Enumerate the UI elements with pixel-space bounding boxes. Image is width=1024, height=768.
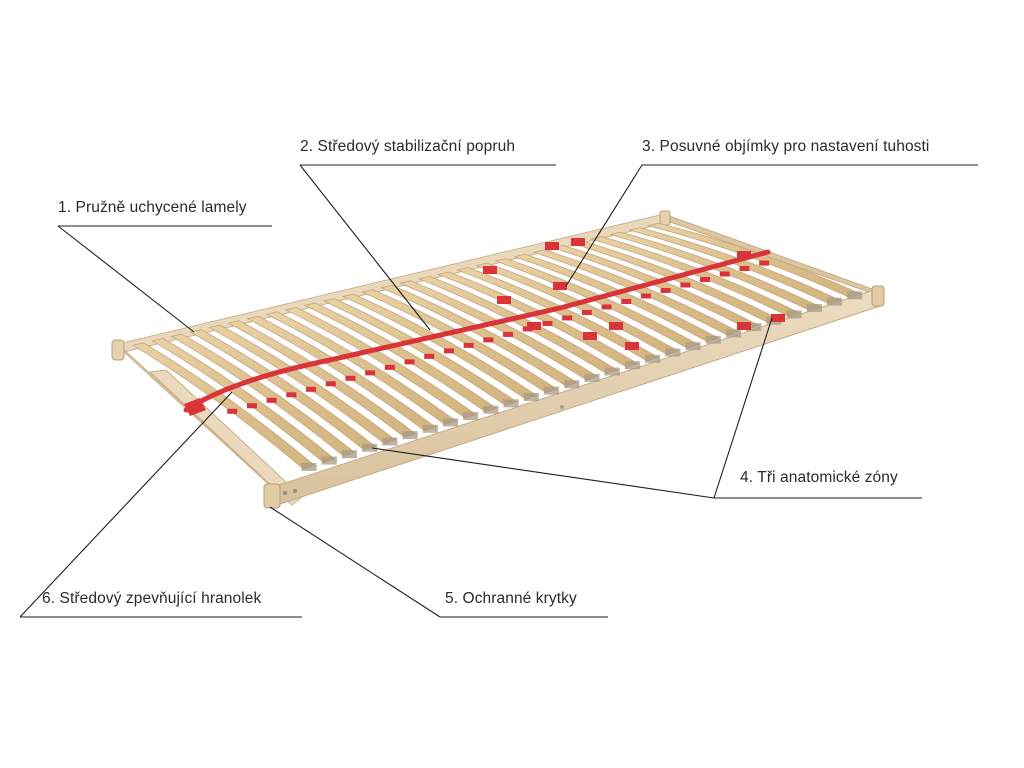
end-cap-back-left xyxy=(111,339,125,361)
slat-holder-cap xyxy=(665,348,681,357)
strap-clip xyxy=(286,392,297,398)
adjustable-sleeve xyxy=(527,322,541,330)
strap-clip xyxy=(601,304,612,310)
strap-end xyxy=(184,398,206,416)
slat-holder-cap xyxy=(645,354,661,363)
slat-holder-cap xyxy=(847,291,863,300)
strap-clip xyxy=(759,260,770,266)
strap-clip xyxy=(581,309,592,315)
adjustable-sleeve xyxy=(737,251,751,259)
slat-holder-cap xyxy=(422,424,438,433)
leader-line-1-pointer xyxy=(57,225,195,333)
strap-clip xyxy=(384,364,395,370)
strap-clip xyxy=(345,375,356,381)
callout-center-beam: 6. Středový zpevňující hranolek xyxy=(42,590,262,607)
slat-holder-cap xyxy=(705,335,721,344)
adjustable-sleeve xyxy=(737,322,751,330)
slat-holder-cap xyxy=(523,393,539,402)
slat-holder-cap xyxy=(463,412,479,421)
slat-holder-cap xyxy=(564,380,580,389)
strap-clip xyxy=(562,315,573,321)
leader-line-5-pointer xyxy=(269,506,441,618)
callout-sprung-slats: 1. Pružně uchycené lamely xyxy=(58,199,247,216)
leader-lines xyxy=(19,164,978,618)
slat xyxy=(648,222,862,298)
adjustable-sleeve xyxy=(553,282,567,290)
leader-line-2-pointer xyxy=(299,164,431,331)
adjustable-sleeve xyxy=(545,242,559,250)
strap-clip xyxy=(719,271,730,277)
slat-holder-cap xyxy=(624,361,640,370)
adjustable-sleeve xyxy=(583,332,597,340)
strap-clip xyxy=(660,287,671,293)
slat-holder-cap xyxy=(725,329,742,338)
end-cap-front-left xyxy=(263,483,281,509)
strap-clip xyxy=(404,359,415,365)
callout-anatomic-zones: 4. Tři anatomické zóny xyxy=(740,469,898,486)
leader-line-4-pointer-a xyxy=(371,447,715,499)
adjustable-sleeve xyxy=(483,266,497,274)
strap-clip xyxy=(680,282,691,288)
slat-holder-cap xyxy=(786,310,802,319)
slat-holder-cap xyxy=(806,304,822,313)
leader-line-6-pointer xyxy=(19,391,233,618)
strap-clip xyxy=(739,266,750,272)
strap-clip xyxy=(542,320,553,326)
slat-holder-cap xyxy=(341,450,357,459)
slat-holder-cap xyxy=(584,373,600,382)
adjustable-sleeve xyxy=(497,296,511,304)
slat-holder-cap xyxy=(301,462,317,471)
slat-holder-cap xyxy=(402,431,418,440)
slat-holder-cap xyxy=(746,323,762,332)
callout-adjustable-sleeves: 3. Posuvné objímky pro nastavení tuhosti xyxy=(642,138,930,155)
slat-holder-cap xyxy=(826,297,843,306)
center-stabilization-strap-group xyxy=(183,249,771,416)
adjustable-sleeve xyxy=(771,314,785,322)
leader-line-3-pointer xyxy=(565,164,643,287)
adjustable-sleeves xyxy=(227,238,785,414)
slat-holder-cap xyxy=(483,405,499,414)
strap-clip xyxy=(246,403,257,409)
slat-holder-cap xyxy=(685,342,701,351)
adjustable-sleeve xyxy=(571,238,585,246)
slat-holder-cap xyxy=(442,418,459,427)
end-cap-back-right xyxy=(659,210,671,226)
strap-clip xyxy=(621,298,632,304)
strap-clip xyxy=(443,348,454,354)
strap-clip xyxy=(503,331,514,337)
slat-holder-cap xyxy=(604,367,620,376)
adjustable-sleeve xyxy=(625,342,639,350)
callout-center-strap: 2. Středový stabilizační popruh xyxy=(300,138,516,155)
slat-holder-cap xyxy=(321,456,337,465)
strap-clip xyxy=(640,293,651,299)
slats xyxy=(132,222,863,471)
strap-clip xyxy=(483,337,494,343)
adjustable-sleeve xyxy=(609,322,623,330)
callout-protective-caps: 5. Ochranné krytky xyxy=(445,590,577,607)
strap-clip xyxy=(424,353,435,359)
strap-clip xyxy=(365,370,376,376)
slat-holder-cap xyxy=(362,443,378,452)
slat-holder-cap xyxy=(503,399,519,408)
end-cap-front-right xyxy=(871,285,885,307)
strap-clip xyxy=(266,397,277,403)
strap-clip xyxy=(463,342,474,348)
leader-line-4-pointer-b xyxy=(713,317,773,499)
slat-holder-cap xyxy=(543,386,560,395)
strap-clip xyxy=(227,408,238,414)
strap-clip xyxy=(306,386,317,392)
slat-holder-cap xyxy=(382,437,398,446)
strap-clip xyxy=(325,381,336,387)
strap-clip xyxy=(700,277,711,283)
